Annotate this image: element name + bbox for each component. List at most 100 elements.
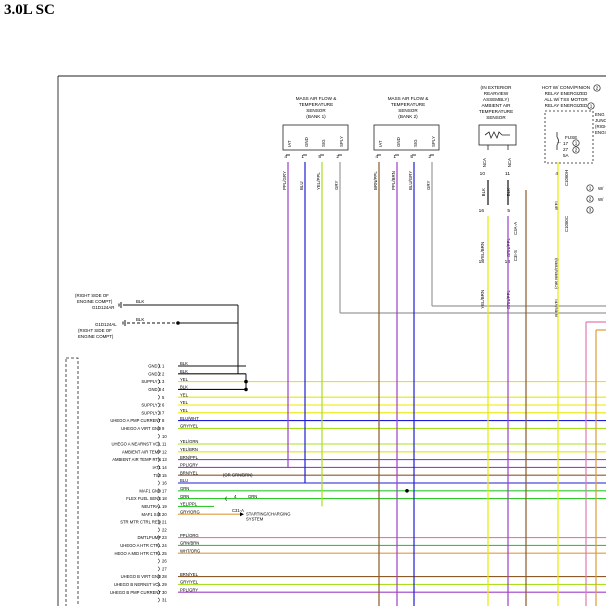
fuse-side-number: 8	[555, 206, 558, 212]
pcm-pin-wire-label: GRY/ORG	[180, 509, 200, 514]
connector-label: C3I-S	[513, 250, 518, 261]
ambient-pin-number: 11	[505, 171, 510, 177]
pcm-pin-number: 26	[162, 559, 167, 564]
ambient-pin-number: 10	[480, 171, 486, 177]
right-note-text: W/	[598, 186, 604, 191]
maf-bank2-label: SENSOR	[398, 108, 418, 113]
pcm-pin-bracket	[157, 457, 160, 463]
pcm-pin-function: UHEGO A PMP CURRENT	[110, 418, 161, 423]
pcm-pin-function: GND 2	[148, 371, 161, 376]
pcm-pin-bracket	[157, 542, 160, 548]
pcm-pin-number: 11	[162, 442, 167, 447]
pcm-pin-number: 4	[162, 387, 165, 392]
pcm-pin-function: AMBIENT AIR TEMP	[122, 449, 161, 454]
ground1-id: G1D124AR	[92, 305, 114, 310]
pcm-pin-number: 1	[162, 364, 165, 369]
pcm-pin-number: 14	[162, 465, 167, 470]
maf-bank1-label: SENSOR	[306, 108, 326, 113]
ambient-lower-wire: YEL/BRN	[480, 242, 485, 261]
pcm-pin-bracket	[157, 425, 160, 431]
pcm-pin-bracket	[157, 410, 160, 416]
pcm-pin-wire-label: YEL	[180, 377, 189, 382]
pcm-pin-wire-label: YEL/GRN	[180, 439, 198, 444]
note-circle-number: 1	[575, 141, 578, 146]
fuse-icon	[556, 132, 559, 150]
pcm-pin-bracket	[157, 386, 160, 392]
maf-bank1-label: TEMPERATURE	[299, 102, 333, 107]
right-note-text: W/	[598, 197, 604, 202]
pcm-pin-function: UHEGO A NEARNST VOL	[112, 442, 162, 447]
ground2-wire-label: BLK	[136, 317, 144, 322]
pcm-pin-wire-label: YEL	[180, 408, 189, 413]
pcm-pin-bracket	[157, 550, 160, 556]
eng-junction-label: JUNC	[595, 118, 606, 123]
pcm-pin-wire-label: WHT/ORG	[180, 548, 200, 553]
connector-pin-number: 4	[234, 494, 237, 499]
maf-bank2-wire-label: BLU/GRY	[408, 171, 413, 190]
note-circle-number: 3	[589, 208, 592, 213]
ambient-pin-name: NCA	[507, 158, 512, 167]
maf-bank1-pin-name: SPLY	[339, 136, 344, 147]
pcm-pin-number: 30	[162, 590, 167, 595]
note-circle	[593, 84, 601, 92]
ground-splice	[244, 387, 248, 392]
ground2-label: (RIGHT SIDE OF	[78, 328, 112, 333]
hot-label: HOT W/ CONV/PINION	[542, 85, 590, 90]
pcm-pin-number: 17	[162, 488, 167, 493]
ground1-label: ENGINE COMPT)	[77, 299, 113, 304]
pcm-pin-number: 21	[162, 520, 167, 525]
starting-system-label: SYSTEM	[246, 517, 264, 522]
pcm-pin-bracket	[157, 363, 160, 369]
pcm-pin-bracket	[157, 574, 160, 580]
pcm-pin-function: UHEGO B VIRT GND	[121, 574, 161, 579]
connector-label: C3A-A	[513, 222, 518, 235]
pcm-pin-function: SUPPLY 3	[141, 410, 161, 415]
maf-bank1-wire-label: PPL/GRY	[282, 171, 287, 190]
pcm-pin-bracket	[157, 418, 160, 424]
pcm-pin-bracket	[157, 433, 160, 439]
pcm-pin-function: UHEGO A VIRT GND	[121, 426, 161, 431]
pcm-pin-number: 12	[162, 449, 167, 454]
pcm-pin-bracket	[157, 496, 160, 502]
pcm-pin-number: 28	[162, 574, 167, 579]
ground1-wire-label: BLK	[136, 299, 144, 304]
pcm-pin-number: 13	[162, 457, 167, 462]
pcm-pin-wire-label: YEL/BRN	[180, 447, 198, 452]
hot-label: ALL W/ TSS MOTOR	[544, 97, 588, 102]
pcm-pin-number: 25	[162, 551, 167, 556]
pcm-pin-function: GND 3	[148, 387, 161, 392]
maf-bank2-label: TEMPERATURE	[391, 102, 425, 107]
fuse-number: 27	[563, 147, 569, 152]
fuse-side-number: 4	[555, 171, 558, 177]
ambient-sensor-box	[478, 124, 517, 146]
pcm-pin-bracket	[157, 480, 160, 486]
pcm-pin-bracket	[157, 558, 160, 564]
eng-junction-label: ENGI	[595, 130, 606, 135]
maf-bank1-pin-name: GND	[304, 137, 309, 147]
ambient-sensor-label: TEMPERATURE	[479, 109, 513, 114]
pcm-pin-wire-label: YEL	[180, 392, 189, 397]
pcm-pin-wire-label: GRN	[180, 486, 189, 491]
wire-splice	[405, 489, 409, 493]
ambient-lower-number: 5	[507, 208, 510, 214]
pcm-pin-bracket	[157, 441, 160, 447]
pcm-pin-bracket	[157, 464, 160, 470]
maf-bank2-pin-number: 1	[393, 154, 396, 160]
arrow-icon	[240, 512, 244, 517]
pcm-pin-bracket	[157, 449, 160, 455]
maf-bank1-pin-number: 4	[284, 154, 287, 160]
pcm-pin-number: 7	[162, 410, 165, 415]
hot-label: RELAY ENERGIZED	[545, 103, 588, 108]
pcm-pin-bracket	[157, 394, 160, 400]
ground2-id: G1D124AL	[95, 322, 117, 327]
pcm-pin-number: 20	[162, 512, 167, 517]
pcm-pin-function: IAT1	[152, 465, 161, 470]
pcm-pin-bracket	[157, 597, 160, 603]
pcm-pin-number: 5	[162, 395, 165, 400]
note-circle-number: 1	[589, 186, 592, 191]
maf-bank1-pin-number: 5	[318, 154, 321, 160]
fuse-side-wire: (OR BRN/ORN)	[554, 257, 559, 289]
fuse-number: 17	[563, 141, 569, 146]
pcm-pin-number: 23	[162, 535, 167, 540]
